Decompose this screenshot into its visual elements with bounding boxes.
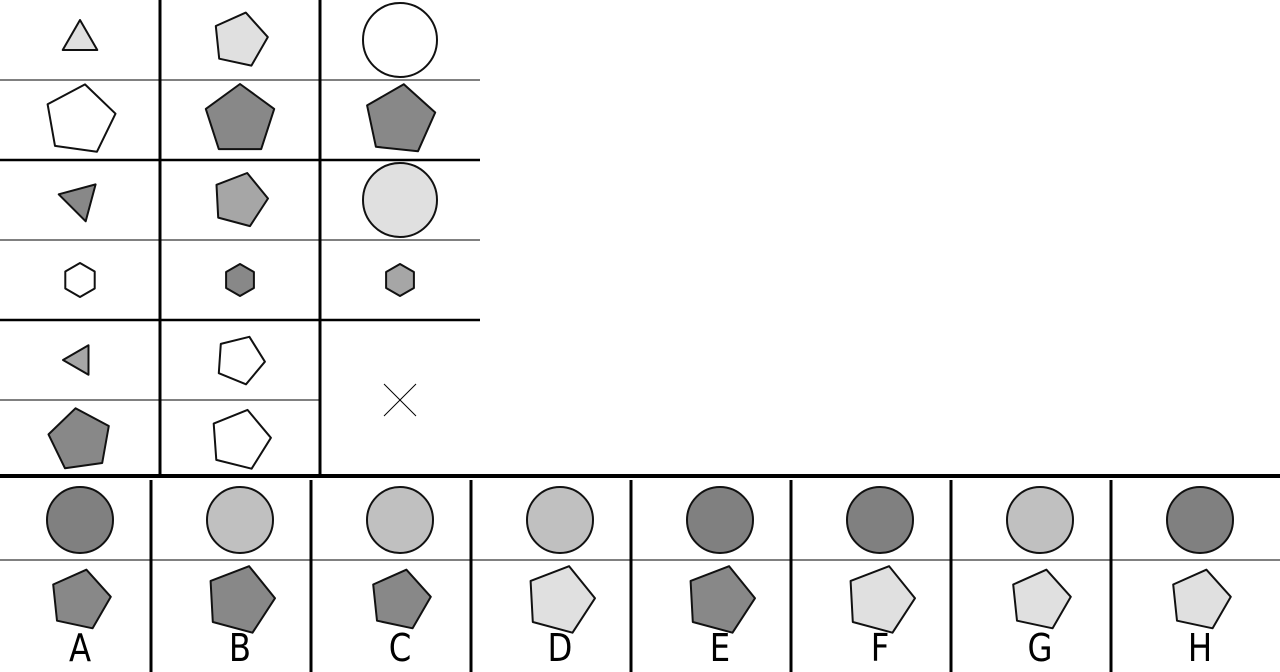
matrix-shape-triangle bbox=[61, 19, 99, 51]
option-shape-circle bbox=[526, 486, 594, 554]
puzzle-matrix bbox=[46, 2, 438, 470]
option-shape-circle bbox=[206, 486, 274, 554]
matrix-shape-pentagon bbox=[214, 11, 269, 67]
matrix-shape-pentagon bbox=[217, 335, 266, 386]
matrix-shape-hexagon bbox=[385, 263, 415, 297]
option-label-c: C bbox=[388, 626, 412, 670]
option-shape-circle bbox=[1166, 486, 1234, 554]
option-shape-circle bbox=[846, 486, 914, 554]
matrix-shape-pentagon bbox=[215, 172, 269, 228]
answer-options bbox=[46, 486, 1234, 634]
matrix-shape-circle bbox=[362, 162, 438, 238]
option-label-f: F bbox=[870, 626, 890, 670]
option-shape-pentagon bbox=[1012, 568, 1072, 630]
matrix-shape-pentagon bbox=[212, 408, 272, 470]
missing-cell-marker bbox=[383, 383, 417, 417]
option-shape-circle bbox=[46, 486, 114, 554]
matrix-shape-pentagon bbox=[46, 83, 117, 153]
matrix-shape-pentagon bbox=[366, 83, 437, 153]
option-shape-pentagon bbox=[849, 565, 916, 634]
matrix-shape-triangle bbox=[57, 183, 97, 223]
matrix-shape-circle bbox=[362, 2, 438, 78]
matrix-shape-pentagon bbox=[47, 407, 110, 470]
option-shape-circle bbox=[686, 486, 754, 554]
option-shape-pentagon bbox=[689, 565, 756, 634]
option-shape-pentagon bbox=[52, 568, 112, 630]
option-shape-circle bbox=[366, 486, 434, 554]
matrix-shape-triangle bbox=[62, 344, 90, 376]
option-label-a: A bbox=[68, 626, 92, 670]
matrix-shape-hexagon bbox=[225, 263, 255, 297]
option-shape-circle bbox=[1006, 486, 1074, 554]
option-shape-pentagon bbox=[209, 565, 276, 634]
matrix-shape-hexagon bbox=[64, 262, 96, 298]
option-shape-pentagon bbox=[529, 565, 596, 634]
option-shape-pentagon bbox=[1172, 568, 1232, 630]
option-shape-pentagon bbox=[372, 568, 432, 630]
option-label-d: D bbox=[547, 626, 573, 670]
option-label-g: G bbox=[1027, 626, 1053, 670]
option-label-h: H bbox=[1187, 626, 1213, 670]
option-label-b: B bbox=[228, 626, 252, 670]
matrix-shape-pentagon bbox=[204, 83, 276, 151]
option-label-e: E bbox=[709, 626, 731, 670]
